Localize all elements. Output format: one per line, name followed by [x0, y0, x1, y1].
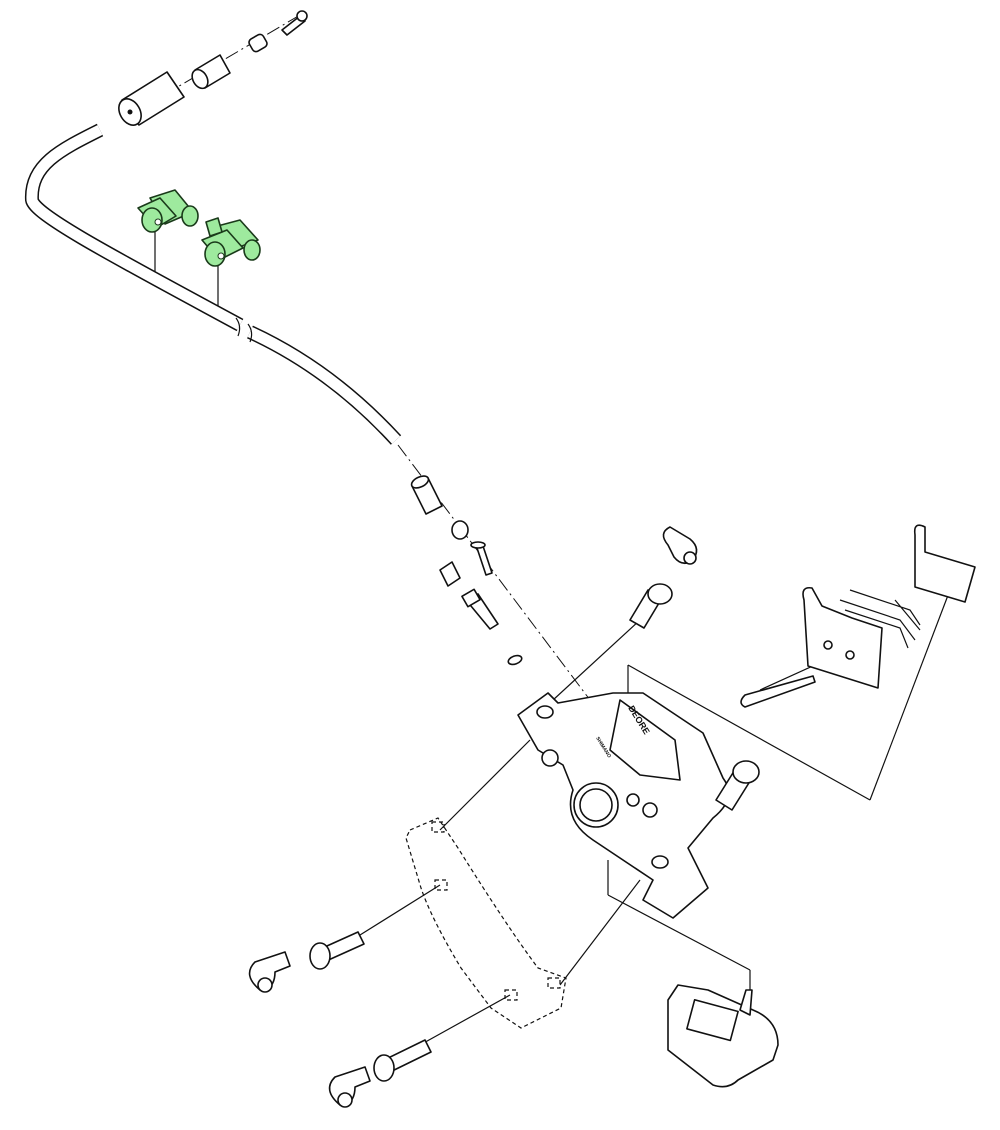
- adapter-bolt-upper: [309, 931, 365, 970]
- mounting-bolt-bottom: [715, 760, 760, 811]
- mount-adapter: [405, 817, 567, 1029]
- o-ring: [507, 654, 523, 666]
- connector-insert-top: [191, 54, 231, 90]
- pad-spring: [839, 589, 921, 649]
- olive: [451, 520, 469, 540]
- mounting-bolt-top: [629, 583, 673, 629]
- brake-pad-inner: [802, 586, 883, 689]
- banjo-bolt-top: [281, 10, 308, 36]
- pad-spacer: [667, 984, 779, 1088]
- connecting-bolt: [410, 475, 443, 515]
- olive-top: [248, 33, 268, 53]
- brake-pad-outer: [913, 524, 976, 603]
- brake-hose: [24, 123, 402, 445]
- hose-clip-1[interactable]: [137, 189, 199, 233]
- fixing-bolt-clip-lower: [328, 1066, 371, 1108]
- pad-axle-pin: [740, 675, 816, 708]
- hose-cover-top: [118, 71, 185, 126]
- leader-lines: [129, 14, 951, 1046]
- caliper-body: DEORE SHIMANO: [517, 692, 730, 919]
- bleed-nipple: [461, 588, 499, 630]
- connector-insert: [470, 541, 493, 576]
- bleed-cap: [439, 561, 461, 587]
- fixing-bolt-clip-upper: [248, 951, 291, 993]
- adapter-bolt-lower: [373, 1039, 432, 1082]
- hose-clip-2[interactable]: [201, 217, 261, 267]
- fixing-bolt-clip-top: [662, 526, 698, 565]
